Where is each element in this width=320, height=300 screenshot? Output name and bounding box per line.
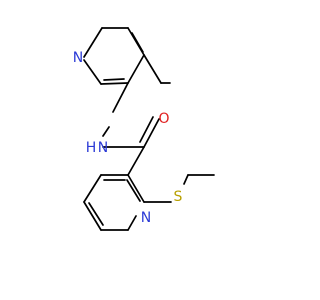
atom-label-n: N [141,210,151,226]
bond [103,78,125,81]
bond [131,32,144,53]
bond [127,215,137,231]
atom-label-o: O [158,111,169,127]
pyridine-ring-top [83,27,145,85]
bond [126,179,141,202]
bond [83,59,102,85]
atom-label-nh: H [86,140,97,156]
carbonyl-bond [143,118,160,148]
carbonyl-bond [139,116,154,143]
atom-label-n: N [98,140,108,156]
bond [127,174,145,203]
bond [83,27,103,58]
bond [83,174,102,203]
bond [127,146,145,176]
bond [102,126,110,137]
bond [183,174,189,185]
bond [83,201,102,231]
molecule-canvas: N H N O S N [73,27,215,231]
atom-label-s: S [174,189,183,205]
methyl-bond [143,54,162,84]
bond [112,82,129,113]
bond [100,82,129,85]
molecule-structure: N H N O S N [73,27,215,231]
atom-label-n: N [73,50,83,66]
bond [127,54,145,84]
pyridine-ring-bottom [83,174,145,231]
bond [88,202,104,226]
